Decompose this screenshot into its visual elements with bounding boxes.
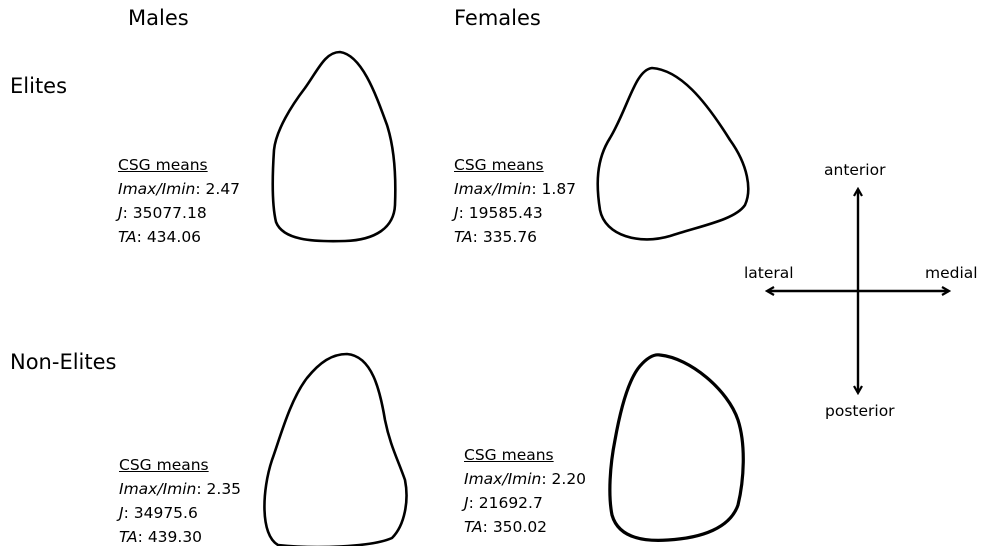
ta-value: 350.02	[492, 518, 548, 536]
column-header-females: Females	[454, 6, 541, 30]
j-row: J: 21692.7	[464, 494, 543, 512]
elite-female-cross-section	[596, 66, 750, 241]
imax-imin-label: Imax/Imin	[119, 480, 197, 498]
imax-imin-row: Imax/Imin: 2.20	[464, 470, 587, 488]
j-value: 19585.43	[468, 204, 543, 222]
medial-label: medial	[925, 264, 978, 282]
non-elite-female-cross-section	[608, 353, 745, 542]
stats-header: CSG means	[464, 446, 554, 464]
j-value: 34975.6	[133, 504, 198, 522]
column-header-males: Males	[128, 6, 189, 30]
posterior-label: posterior	[825, 402, 895, 420]
elite-female-stats: CSG means Imax/Imin: 1.87 J: 19585.43 TA…	[454, 153, 576, 249]
non-elite-male-cross-section	[263, 352, 408, 546]
row-header-non-elites: Non-Elites	[10, 350, 117, 374]
imax-imin-label: Imax/Imin	[454, 180, 532, 198]
j-label: J	[119, 504, 124, 522]
elite-male-cross-section	[271, 50, 397, 243]
anterior-label: anterior	[824, 161, 886, 179]
imax-imin-label: Imax/Imin	[464, 470, 542, 488]
ta-label: TA	[118, 228, 137, 246]
ta-label: TA	[464, 518, 483, 536]
j-row: J: 34975.6	[119, 504, 198, 522]
ta-row: TA: 335.76	[454, 228, 538, 246]
imax-imin-value: 1.87	[541, 180, 577, 198]
imax-imin-value: 2.20	[551, 470, 587, 488]
imax-imin-row: Imax/Imin: 2.35	[119, 480, 242, 498]
imax-imin-row: Imax/Imin: 2.47	[118, 180, 241, 198]
row-header-elites: Elites	[10, 74, 68, 98]
j-label: J	[464, 494, 469, 512]
j-label: J	[454, 204, 459, 222]
stats-header: CSG means	[119, 456, 209, 474]
j-value: 35077.18	[132, 204, 207, 222]
j-row: J: 19585.43	[454, 204, 543, 222]
imax-imin-label: Imax/Imin	[118, 180, 196, 198]
stats-header: CSG means	[454, 156, 544, 174]
imax-imin-value: 2.35	[206, 480, 242, 498]
j-value: 21692.7	[478, 494, 543, 512]
non-elite-male-stats: CSG means Imax/Imin: 2.35 J: 34975.6 TA:…	[119, 453, 241, 546]
non-elite-female-stats: CSG means Imax/Imin: 2.20 J: 21692.7 TA:…	[464, 443, 586, 539]
j-label: J	[118, 204, 123, 222]
ta-value: 439.30	[147, 528, 203, 546]
ta-row: TA: 439.30	[119, 528, 203, 546]
imax-imin-value: 2.47	[205, 180, 241, 198]
ta-row: TA: 350.02	[464, 518, 548, 536]
elite-male-stats: CSG means Imax/Imin: 2.47 J: 35077.18 TA…	[118, 153, 240, 249]
ta-label: TA	[119, 528, 138, 546]
ta-value: 335.76	[482, 228, 538, 246]
ta-label: TA	[454, 228, 473, 246]
ta-row: TA: 434.06	[118, 228, 202, 246]
lateral-label: lateral	[744, 264, 794, 282]
stats-header: CSG means	[118, 156, 208, 174]
ta-value: 434.06	[146, 228, 202, 246]
imax-imin-row: Imax/Imin: 1.87	[454, 180, 577, 198]
j-row: J: 35077.18	[118, 204, 207, 222]
